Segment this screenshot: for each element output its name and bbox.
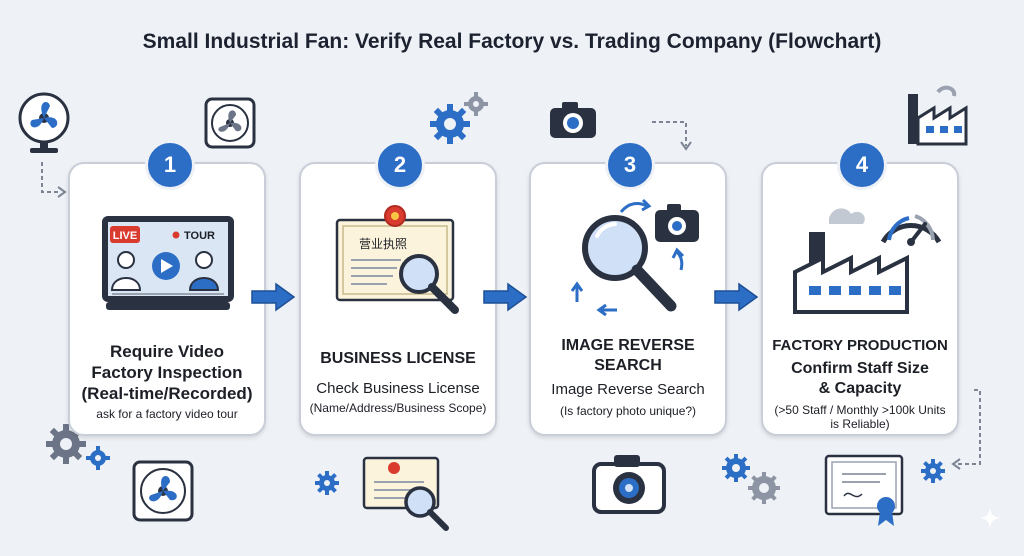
step-card-image-reverse-search: IMAGE REVERSE SEARCH Image Reverse Searc…	[529, 162, 727, 436]
step-card-business-license: 营业执照 BUSINESS LICENSE Check Business Lic…	[299, 162, 497, 436]
flow-arrow-icon	[483, 282, 528, 312]
gear-icon	[315, 471, 339, 495]
license-header-text: 营业执照	[359, 237, 407, 251]
certificate-icon	[824, 454, 904, 526]
certificate-search-icon	[362, 456, 449, 531]
tour-badge: TOUR	[184, 230, 215, 242]
camera-icon	[592, 455, 666, 514]
step-heading: FACTORY PRODUCTION	[772, 337, 948, 354]
factory-gauge-icon	[793, 208, 942, 314]
reverse-image-search-icon	[570, 198, 699, 317]
step-detail: ask for a factory video tour	[96, 407, 238, 421]
gears-icon	[46, 424, 110, 470]
standing-fan-icon	[18, 92, 70, 153]
sparkle-icon	[979, 507, 1001, 529]
page-title: Small Industrial Fan: Verify Real Factor…	[142, 30, 882, 53]
step-heading-line: (Real-time/Recorded)	[81, 384, 253, 403]
live-badge: LIVE	[113, 230, 137, 242]
step-number-badge: 2	[375, 140, 425, 190]
step-detail-line: is Reliable)	[830, 417, 890, 431]
step-number-badge: 3	[605, 140, 655, 190]
dashed-arrow-icon	[951, 389, 981, 470]
step-heading-line: Require Video	[110, 342, 224, 361]
business-license-search-icon: 营业执照	[335, 205, 459, 314]
step-detail: (Name/Address/Business Scope)	[309, 401, 487, 415]
gears-icon	[430, 92, 488, 144]
flow-arrow-icon	[251, 282, 296, 312]
gears-icon	[722, 454, 780, 504]
step-subheading-line: & Capacity	[818, 380, 902, 397]
step-heading-line: IMAGE REVERSE	[561, 337, 695, 354]
flow-arrow-icon	[714, 282, 759, 312]
step-card-factory-production: FACTORY PRODUCTION Confirm Staff Size & …	[761, 162, 959, 436]
gear-icon	[921, 459, 945, 483]
step-detail: (Is factory photo unique?)	[559, 404, 697, 418]
camera-icon	[550, 102, 596, 138]
step-subheading-line: Confirm Staff Size	[791, 360, 929, 377]
video-call-monitor-icon: LIVE TOUR	[102, 216, 234, 310]
box-fan-icon	[204, 97, 256, 149]
step-subheading: Check Business License	[316, 380, 480, 397]
step-heading: BUSINESS LICENSE	[320, 350, 476, 367]
dashed-arrow-icon	[41, 162, 67, 198]
factory-icon	[908, 85, 968, 146]
dashed-arrow-icon	[652, 121, 692, 151]
step-detail-line: (>50 Staff / Monthly >100k Units	[774, 403, 946, 417]
box-fan-icon	[132, 460, 194, 522]
step-heading-line: SEARCH	[594, 357, 662, 374]
step-heading-line: Factory Inspection	[91, 363, 243, 382]
step-number-badge: 1	[145, 140, 195, 190]
step-card-video-inspection: LIVE TOUR Require Video Factory Inspecti…	[68, 162, 266, 436]
step-number-badge: 4	[837, 140, 887, 190]
step-subheading: Image Reverse Search	[551, 381, 705, 398]
